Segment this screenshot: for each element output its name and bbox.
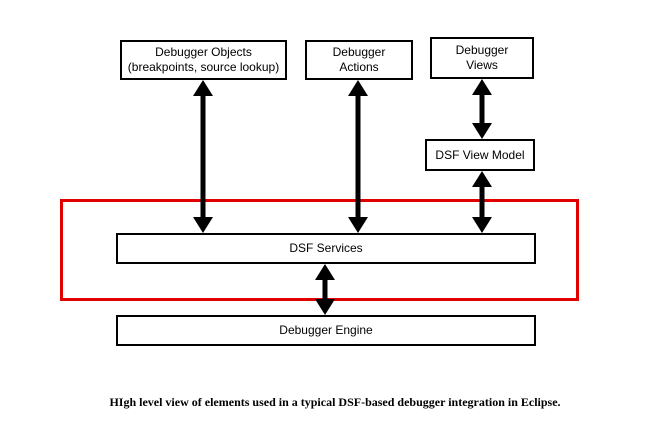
debugger-actions-box: Debugger Actions bbox=[305, 40, 413, 80]
dsf-services-label: DSF Services bbox=[289, 241, 363, 255]
debugger-engine-box: Debugger Engine bbox=[116, 315, 536, 346]
dsf-view-model-box: DSF View Model bbox=[425, 139, 535, 171]
figure-caption: HIgh level view of elements used in a ty… bbox=[109, 395, 561, 409]
arrow-objects-services bbox=[193, 80, 213, 233]
arrow-viewmodel-services bbox=[472, 171, 492, 233]
debugger-views-label-line1: Debugger bbox=[455, 43, 509, 57]
dsf-services-box: DSF Services bbox=[116, 233, 536, 264]
debugger-objects-box: Debugger Objects (breakpoints, source lo… bbox=[120, 40, 287, 80]
debugger-actions-label-line2: Actions bbox=[339, 60, 379, 74]
debugger-objects-label-line2: (breakpoints, source lookup) bbox=[127, 60, 280, 74]
debugger-engine-label: Debugger Engine bbox=[279, 323, 373, 337]
arrow-views-viewmodel bbox=[472, 79, 492, 139]
arrow-services-engine bbox=[315, 264, 335, 315]
debugger-views-box: Debugger Views bbox=[430, 37, 534, 79]
debugger-views-label-line2: Views bbox=[466, 58, 498, 72]
dsf-view-model-label: DSF View Model bbox=[435, 147, 525, 162]
debugger-actions-label-line1: Debugger bbox=[332, 45, 386, 59]
debugger-objects-label-line1: Debugger Objects bbox=[155, 45, 252, 59]
arrow-actions-services bbox=[348, 80, 368, 233]
